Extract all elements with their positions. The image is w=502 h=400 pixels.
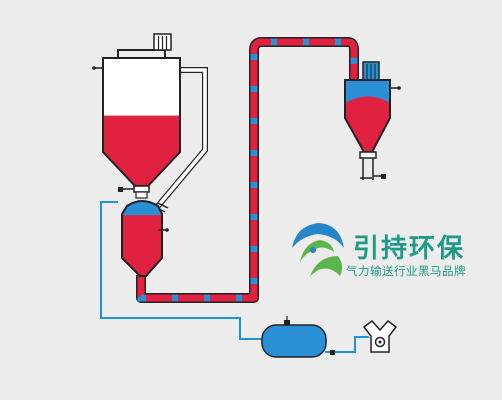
brand-logo-icon — [292, 223, 344, 276]
receiving-hopper — [344, 79, 391, 180]
vessel-material-level — [122, 215, 162, 276]
air-compressor — [362, 319, 398, 353]
brand-name: 引持环保 — [353, 234, 466, 264]
receiver-filter — [362, 61, 401, 90]
inlet-valve — [118, 185, 169, 213]
air-line-compressor-to-tank — [325, 336, 369, 353]
main-silo — [92, 49, 181, 187]
silo-material-level — [103, 115, 180, 186]
brand-slogan: 气力输送行业黑马品牌 — [346, 264, 466, 278]
silo-top-filter — [153, 33, 172, 51]
pressure-vessel — [121, 200, 169, 277]
conveying-pipe — [136, 37, 359, 303]
air-supply-line — [100, 201, 262, 340]
air-receiver-tank — [261, 316, 335, 358]
